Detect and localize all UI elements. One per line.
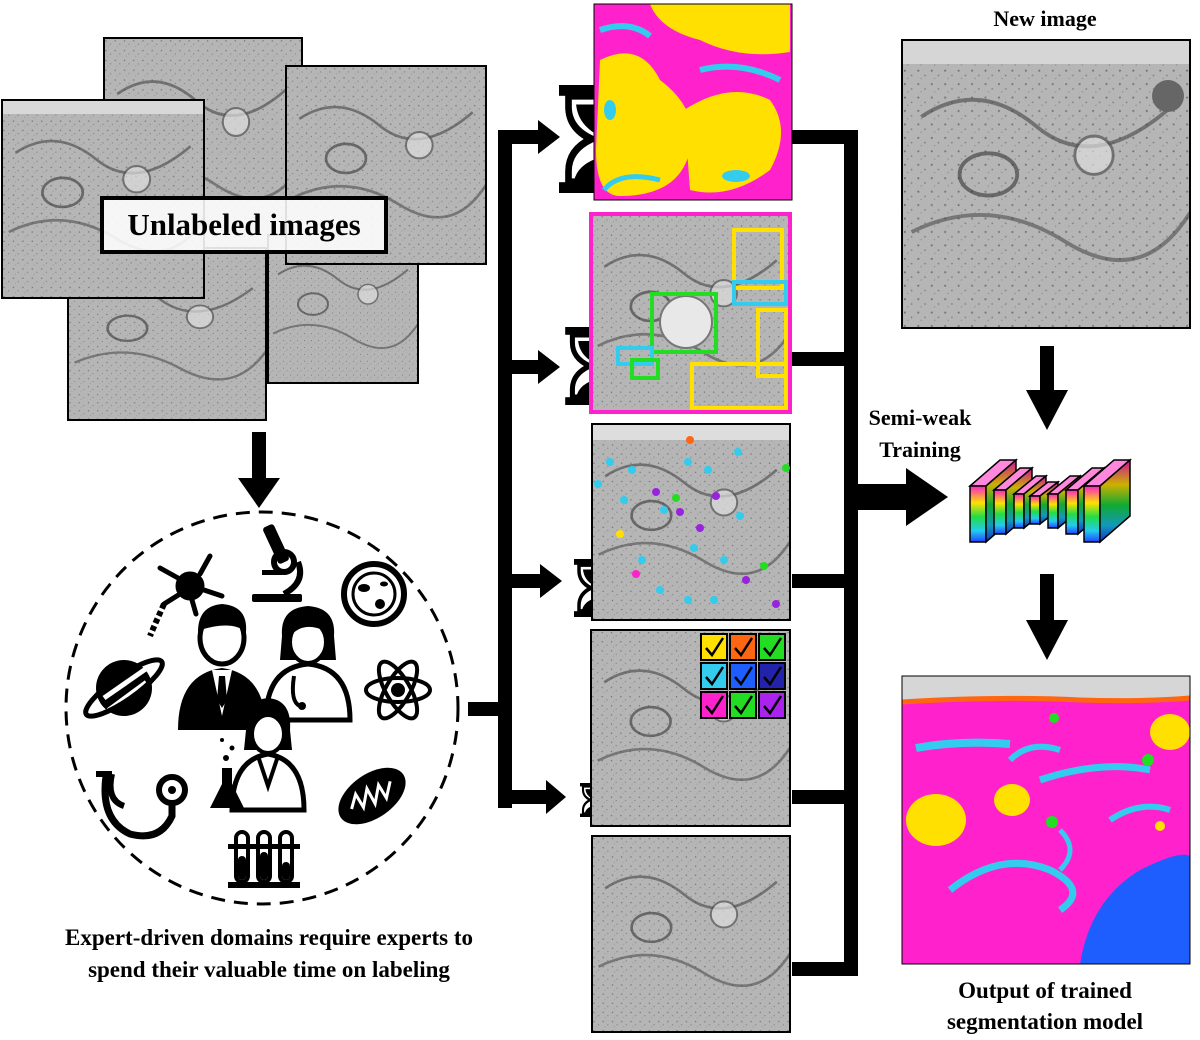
petri-dish-icon bbox=[341, 561, 407, 627]
tag-checkbox bbox=[700, 633, 728, 661]
check-icon bbox=[734, 637, 754, 658]
expert-circle bbox=[64, 510, 460, 906]
arrow-down-icon-2 bbox=[1026, 346, 1068, 430]
flask-icon bbox=[210, 738, 244, 808]
stethoscope-icon bbox=[96, 771, 188, 840]
image-tag-panel bbox=[590, 629, 791, 827]
microscope-icon bbox=[252, 524, 304, 602]
tag-checkbox bbox=[758, 691, 786, 719]
tag-checkbox bbox=[729, 662, 757, 690]
tag-checkbox-grid bbox=[700, 633, 786, 719]
tag-checkbox bbox=[758, 633, 786, 661]
arrow-down-icon bbox=[238, 432, 280, 508]
expert-caption-line2: spend their valuable time on labeling bbox=[88, 957, 450, 982]
check-icon bbox=[705, 637, 725, 658]
merge-connector bbox=[792, 130, 948, 976]
no-label-panel bbox=[591, 835, 791, 1033]
check-icon bbox=[763, 666, 783, 687]
scientist-woman-icon bbox=[229, 698, 307, 813]
check-icon bbox=[734, 695, 754, 716]
tag-checkbox bbox=[700, 662, 728, 690]
unlabeled-images-label: Unlabeled images bbox=[100, 196, 388, 254]
tag-checkbox bbox=[729, 633, 757, 661]
output-caption-line2: segmentation model bbox=[946, 1009, 1144, 1034]
tag-checkbox bbox=[700, 691, 728, 719]
check-icon bbox=[734, 666, 754, 687]
expert-caption-line1: Expert-driven domains require experts to bbox=[64, 925, 473, 950]
semi-weak-line1: Semi-weak bbox=[868, 405, 972, 430]
mitochondria-icon bbox=[338, 767, 406, 825]
new-image-title: New image bbox=[993, 6, 1097, 31]
check-icon bbox=[763, 637, 783, 658]
check-icon bbox=[705, 695, 725, 716]
arrow-down-icon-3 bbox=[1026, 574, 1068, 660]
branch-connector bbox=[468, 120, 566, 814]
unlabeled-images-text: Unlabeled images bbox=[127, 207, 361, 242]
check-icon bbox=[705, 666, 725, 687]
output-caption: Output of trained segmentation model bbox=[890, 975, 1200, 1037]
output-caption-line1: Output of trained bbox=[958, 978, 1132, 1003]
semi-weak-line2: Training bbox=[879, 437, 961, 462]
tag-checkbox bbox=[758, 662, 786, 690]
planet-icon bbox=[83, 657, 165, 719]
point-markers bbox=[594, 436, 790, 608]
bounding-box-panel bbox=[589, 212, 792, 414]
doctor-icon bbox=[263, 606, 353, 723]
point-annotation-panel bbox=[591, 423, 791, 621]
check-icon bbox=[763, 695, 783, 716]
output-segmentation-panel bbox=[901, 675, 1191, 965]
dense-mask-panel bbox=[593, 3, 793, 201]
semi-weak-training-label: Semi-weak Training bbox=[840, 402, 1000, 466]
neuron-icon bbox=[147, 553, 225, 638]
network-icon bbox=[967, 458, 1133, 544]
tag-checkbox bbox=[729, 691, 757, 719]
scientist-icon bbox=[178, 604, 266, 730]
expert-caption: Expert-driven domains require experts to… bbox=[0, 922, 538, 986]
new-image-panel bbox=[901, 39, 1191, 329]
atom-icon bbox=[364, 659, 432, 721]
test-tubes-icon bbox=[228, 830, 300, 888]
